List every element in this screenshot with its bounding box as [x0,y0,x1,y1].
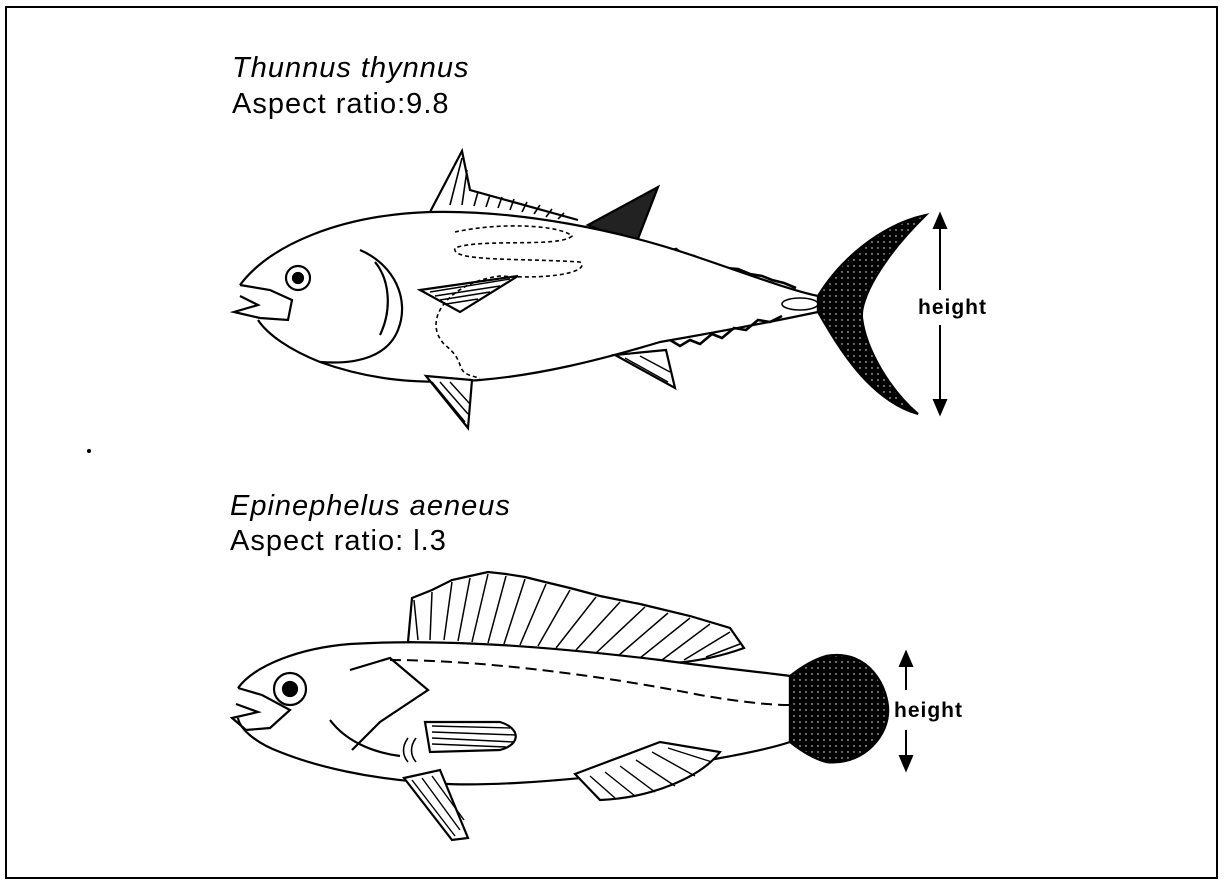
stray-dot [87,449,91,453]
tuna-height-arrow [934,214,946,414]
grouper-drawing [232,572,888,840]
tuna-drawing [234,151,926,428]
grouper-height-arrow [900,652,912,770]
